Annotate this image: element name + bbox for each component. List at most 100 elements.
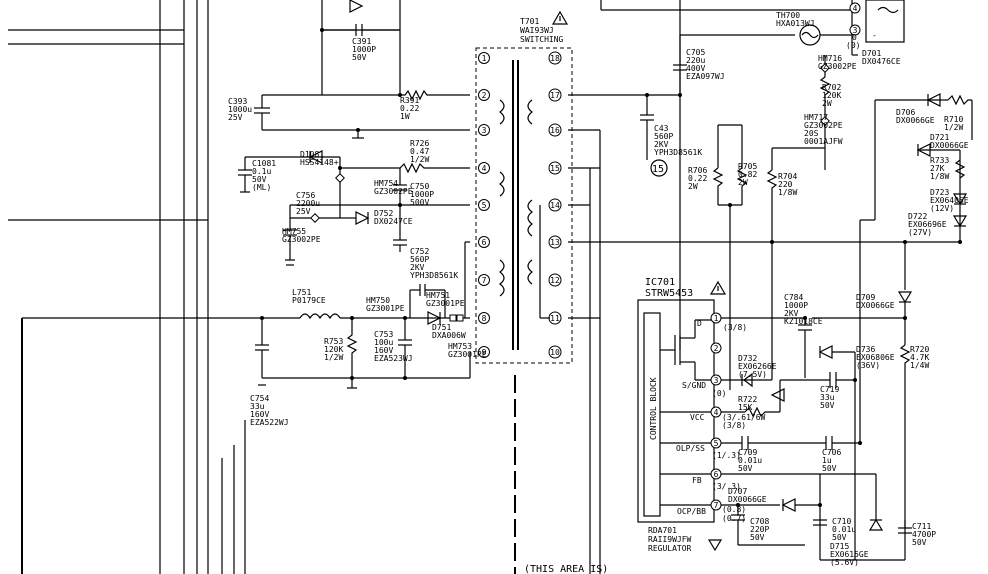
component-line: R726 bbox=[410, 139, 429, 148]
component-line: (12V) bbox=[930, 204, 954, 213]
pin-4: 4 bbox=[482, 164, 487, 173]
transformer-left-pins: 1 2 3 4 5 6 7 8 9 bbox=[478, 52, 490, 358]
component-line: DX0476CE bbox=[862, 57, 901, 66]
ic-pin-6: 6 bbox=[714, 470, 719, 479]
ic-pin-4: 4 bbox=[714, 408, 719, 417]
pin-7: 7 bbox=[482, 276, 487, 285]
component-line: R722 bbox=[738, 395, 757, 404]
component-line: EZA523WJ bbox=[374, 354, 413, 363]
component-line: C711 bbox=[912, 522, 931, 531]
component-line: HM753 bbox=[448, 342, 472, 351]
ic-pin-2: 2 bbox=[714, 344, 719, 353]
pin-17: 17 bbox=[550, 91, 560, 100]
component-line: 25V bbox=[228, 113, 243, 122]
component-line: 2KV bbox=[784, 309, 799, 318]
component-line: 27K bbox=[930, 164, 945, 173]
header-pin-3: 3 bbox=[853, 26, 858, 35]
component-line: R753 bbox=[324, 337, 343, 346]
ic-footer-3: REGULATOR bbox=[648, 544, 692, 553]
component-line: 0.47 bbox=[410, 147, 429, 156]
component-line: 1W bbox=[400, 112, 410, 121]
component-line: 160V bbox=[374, 346, 393, 355]
component-line: D752 bbox=[374, 209, 393, 218]
component-line: 1000P bbox=[410, 190, 434, 199]
component-line: C752 bbox=[410, 247, 429, 256]
component-line: 1/2W bbox=[410, 155, 429, 164]
component-line: R710 bbox=[944, 115, 963, 124]
component-line: GZ3001PE bbox=[366, 304, 405, 313]
pin-voltage-1: (3/8) bbox=[723, 323, 747, 332]
component-line: 1/8W bbox=[778, 188, 797, 197]
component-line: 220 bbox=[778, 180, 793, 189]
transformer-t701: 1 2 3 4 5 6 7 8 9 18 17 16 15 14 13 12 1… bbox=[475, 10, 573, 574]
component-line: C754 bbox=[250, 394, 269, 403]
component-line: R391 bbox=[400, 96, 419, 105]
component-line: C706 bbox=[822, 448, 841, 457]
component-line: 560P bbox=[410, 255, 429, 264]
pin-16: 16 bbox=[550, 126, 560, 135]
component-line: TH700 bbox=[776, 11, 800, 20]
ic-pin-3: 3 bbox=[714, 376, 719, 385]
component-line: 0.01u bbox=[832, 525, 856, 534]
component-line: (36V) bbox=[856, 361, 880, 370]
left-bus-lines bbox=[8, 0, 300, 574]
d1081-area bbox=[238, 150, 470, 266]
component-line: (7.5V) bbox=[738, 370, 767, 379]
d701-minus: - bbox=[872, 31, 877, 40]
component-line: 1u bbox=[822, 456, 832, 465]
component-line: C750 bbox=[410, 182, 429, 191]
component-line: 560P bbox=[654, 132, 673, 141]
component-line: R706 bbox=[688, 166, 707, 175]
component-line: 1/2W bbox=[944, 123, 963, 132]
component-line: (27V) bbox=[908, 228, 932, 237]
component-line: EX06696E bbox=[908, 220, 947, 229]
transformer-desc: SWITCHING bbox=[520, 35, 564, 44]
footer-note: (THIS AREA IS) bbox=[524, 564, 608, 574]
component-line: R720 bbox=[910, 345, 929, 354]
component-line: 50V bbox=[352, 53, 367, 62]
pin-voltage-2: (0) bbox=[712, 389, 726, 398]
component-line: C753 bbox=[374, 330, 393, 339]
component-line: 500V bbox=[410, 198, 429, 207]
component-line: EX06406E bbox=[930, 196, 969, 205]
ic-pin-label-olpss: OLP/SS bbox=[676, 444, 705, 453]
pin-voltage-8: (0.7) bbox=[722, 514, 746, 523]
component-line: YPH3D8561K bbox=[410, 271, 458, 280]
pin-2: 2 bbox=[482, 91, 487, 100]
component-line: 1/2W bbox=[324, 353, 343, 362]
component-line: C719 bbox=[820, 385, 839, 394]
pin-12: 12 bbox=[550, 276, 560, 285]
pin-3: 3 bbox=[482, 126, 487, 135]
component-line: C1081 bbox=[252, 159, 276, 168]
component-line: 15K bbox=[738, 403, 753, 412]
